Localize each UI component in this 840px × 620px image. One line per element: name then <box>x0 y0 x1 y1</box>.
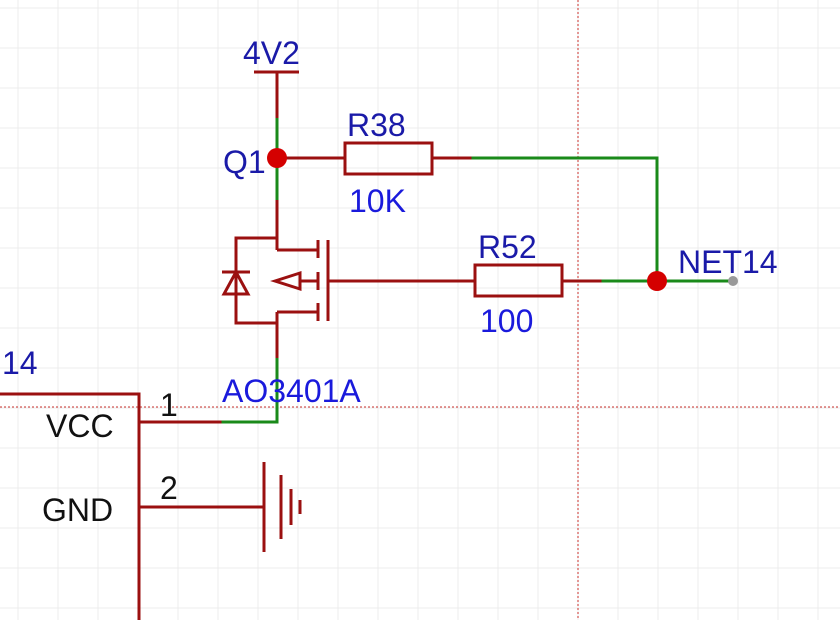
q1-body-arrow <box>270 270 302 292</box>
net14-label[interactable]: NET14 <box>678 244 778 280</box>
connector-body[interactable] <box>0 392 141 620</box>
r38-value: 10K <box>349 183 406 219</box>
partial-net-label: 14 <box>2 345 38 381</box>
junction-dot-icon <box>647 271 667 291</box>
q1-diode-loop <box>234 236 277 325</box>
resistor-icon[interactable] <box>343 141 434 176</box>
connector-pin1-name: VCC <box>46 408 114 444</box>
connector-pin1-number: 1 <box>160 387 178 423</box>
ground-icon[interactable] <box>262 462 302 552</box>
net-label-endpoint-icon[interactable] <box>728 276 738 286</box>
component-leads <box>138 156 602 509</box>
power-port-icon[interactable] <box>254 70 299 118</box>
q1-body-diode-triangle <box>221 268 251 296</box>
connector-pin2-number: 2 <box>160 470 178 506</box>
resistor-icon[interactable] <box>473 263 564 298</box>
r52-designator: R52 <box>478 229 537 265</box>
q1-part-number: AO3401A <box>222 373 361 409</box>
connector-pin2-name: GND <box>42 492 113 528</box>
wire-r38-to-net14[interactable] <box>468 156 659 283</box>
power-net-label: 4V2 <box>243 35 300 71</box>
junction-dot-icon <box>267 148 287 168</box>
r52-value: 100 <box>480 303 533 339</box>
wire-q1-drain-to-vcc[interactable] <box>218 356 279 424</box>
r38-designator: R38 <box>347 107 406 143</box>
q1-designator: Q1 <box>223 144 266 180</box>
pmos-transistor-icon[interactable] <box>221 200 398 358</box>
